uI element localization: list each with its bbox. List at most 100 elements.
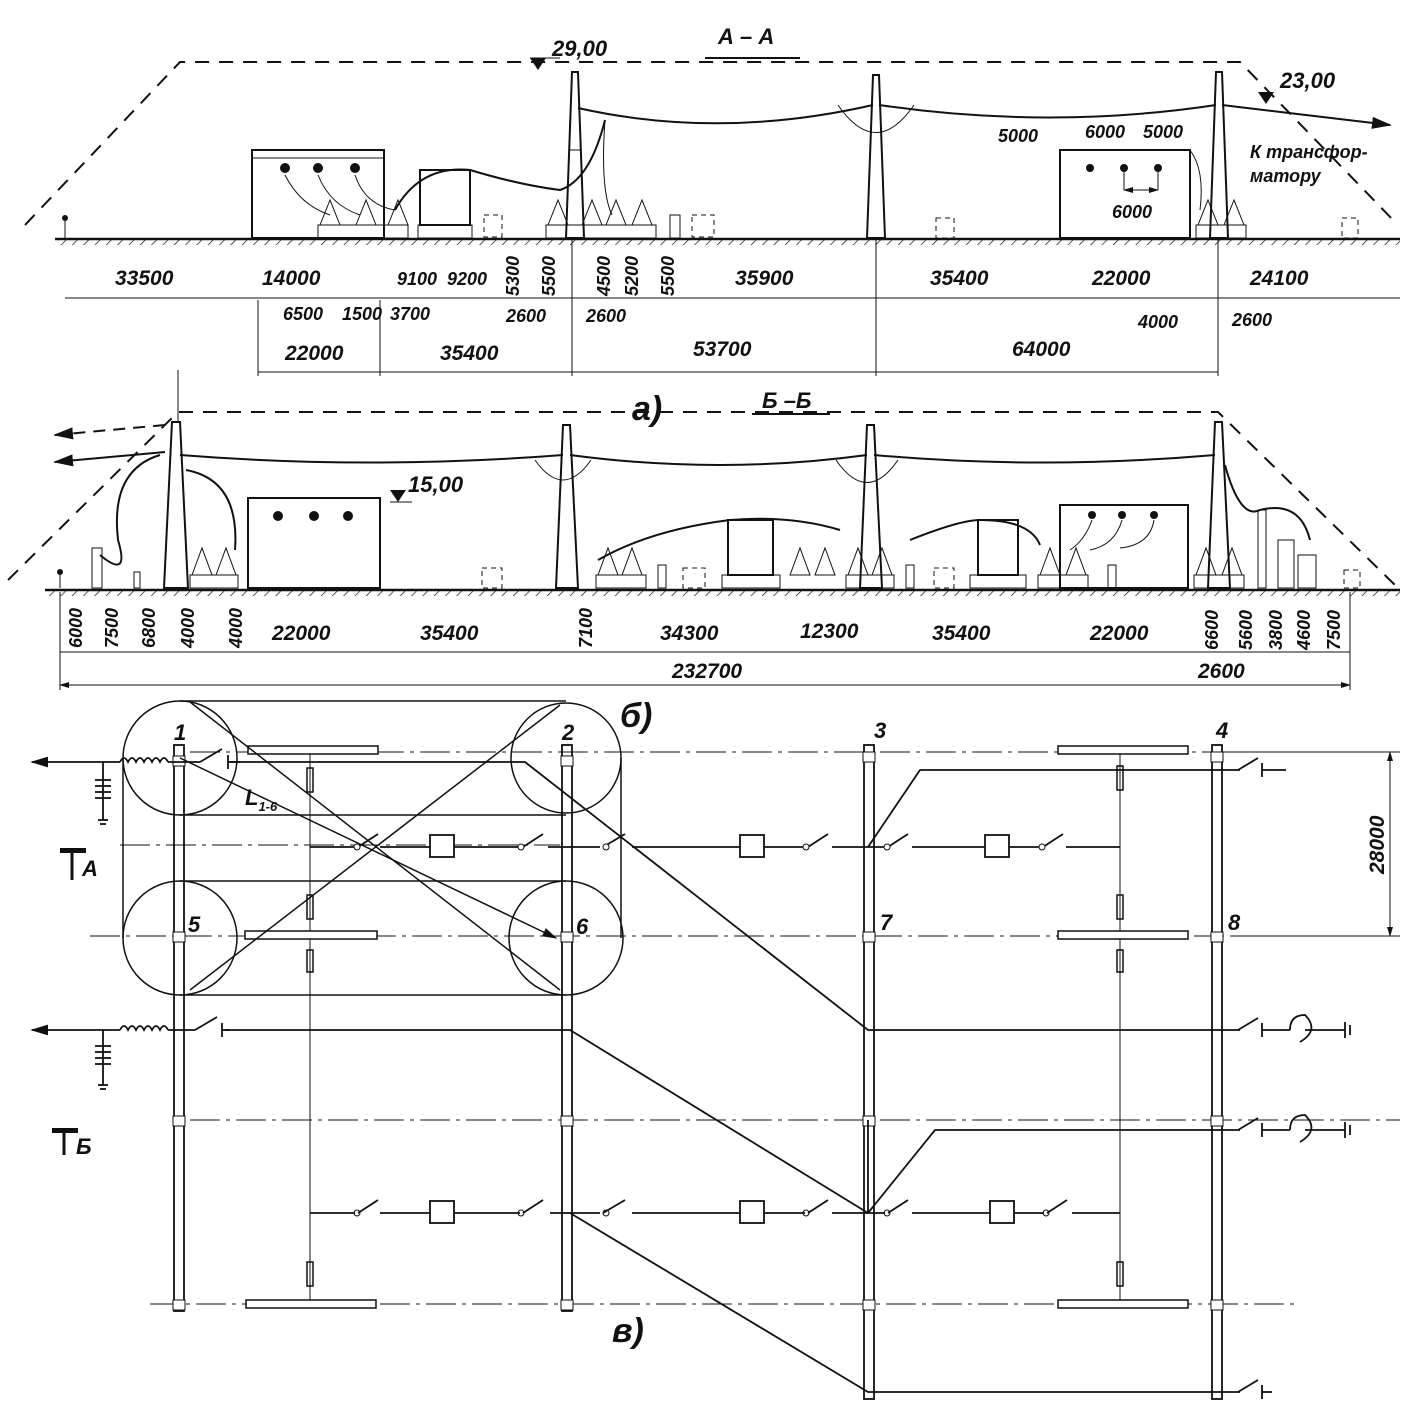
node-label-4: 4 [1215,718,1228,743]
section-a-elevation: 29,00 23,00 А – А К трансфор- матору 500… [24,24,1400,428]
dim-label: 5000 [998,126,1038,146]
svg-text:Б: Б [76,1134,92,1159]
dim-b: 7100 [576,608,596,648]
node-label-8: 8 [1228,910,1241,935]
caption-a: а) [632,390,662,428]
portal-tower-b0 [162,370,190,589]
section-c-plan: 28000 1 2 3 4 5 6 7 8 L1-6 А Б в) [30,700,1400,1400]
node-label-5: 5 [188,912,201,937]
conductor-span [878,104,1217,119]
dim-label: 5000 [1143,122,1183,142]
dim-b-total: 232700 [671,660,742,683]
caption-c: в) [612,1312,644,1350]
dim-a-row3: 53700 [693,338,752,361]
dim-b: 35400 [420,622,479,645]
conductor-span [873,454,1216,464]
dim-a-row1: 22000 [1091,267,1151,290]
svg-text:А: А [81,856,98,881]
dim-b: 22000 [271,622,331,645]
dim-a-row2: 2600 [1231,310,1272,330]
breaker-chain-upper [310,833,1120,858]
dim-b: 3800 [1266,610,1286,650]
breaker-chain-lower [310,1199,1120,1224]
dim-a-row3: 64000 [1012,338,1071,361]
dim-a-row1: 9200 [447,269,487,289]
dim-a-row2: 2600 [505,306,546,326]
section-cut-marker-b: Б [52,1128,92,1159]
dim-b: 35400 [932,622,991,645]
switchgear-cluster-b-left [57,454,239,589]
dim-a-row1: 24100 [1249,267,1309,290]
portal-frame-b: 15,00 [247,472,503,589]
caption-b: б) [620,697,652,735]
dim-label: 6000 [1085,122,1125,142]
switchgear-cluster-b-mid [595,517,1117,589]
dim-a-row1: 5200 [622,256,642,296]
lead-length-label: L1-6 [245,785,278,814]
dim-b: 4000 [178,608,198,649]
diagonal-connections [225,761,1240,1393]
line-to-transformer-arrow [1221,104,1392,129]
dim-a-row1: 4500 [594,256,614,297]
dim-b: 7500 [102,608,122,648]
dim-a-row2: 2600 [585,306,626,326]
line-entry-left-lower [30,1016,230,1090]
portal-tower-a1 [564,71,586,239]
dim-b: 6600 [1202,610,1222,650]
dim-a-row1: 33500 [115,267,174,290]
elevation-b: 15,00 [408,472,464,497]
dim-b: 7500 [1324,610,1344,650]
section-b-elevation: Б –Б [7,370,1400,735]
column-nodes [172,751,1224,1311]
ground-hatch [45,590,1400,596]
node-label-1: 1 [174,720,186,745]
portal-tower-a3 [1208,71,1230,239]
dim-b: 12300 [800,620,859,643]
elevation-right-a: 23,00 [1279,68,1336,93]
dim-a-row2: 1500 [342,304,382,324]
dim-a-row3: 22000 [284,342,344,365]
node-label-7: 7 [880,910,894,935]
dim-a-row2: 3700 [390,304,430,324]
dim-b: 6800 [139,608,159,648]
dim-b: 22000 [1089,622,1149,645]
portal-frame-b-right [1059,464,1361,589]
dim-b: 4600 [1294,610,1314,651]
outgoing-line-arrow [53,424,166,440]
elevation-marker-icon [1258,92,1274,104]
line-disconnectors-right [1237,757,1351,1399]
conductor-span [577,104,874,125]
to-transformer-label-2: матору [1250,166,1322,186]
dim-a-row1: 35900 [735,267,794,290]
elevation-marker-icon [390,490,406,502]
to-transformer-label-1: К трансфор- [1250,142,1368,162]
section-a-title: А – А [717,24,774,49]
clearance-envelope [24,61,1396,226]
dim-a-row2: 6500 [283,304,323,324]
dim-label: 6000 [1112,202,1152,222]
dim-a-row1: 5300 [503,256,523,296]
dim-a-row1: 5500 [539,256,559,296]
outgoing-line-arrow [53,451,166,467]
ground-hatch [55,239,1400,245]
line-entry-left-upper [30,748,240,825]
node-label-2: 2 [561,720,575,745]
dim-b-extra: 2600 [1197,660,1245,683]
dim-a-row3: 35400 [440,342,499,365]
section-b-title: Б –Б [762,388,812,413]
dim-b: 5600 [1236,610,1256,650]
dim-a-row1: 5500 [658,256,678,296]
elevation-marker-icon [530,58,546,70]
dim-b: 6000 [66,608,86,648]
elevation-top-a: 29,00 [551,36,608,61]
svg-text:28000: 28000 [1366,815,1389,875]
node-label-3: 3 [874,718,886,743]
bus-bars [244,745,1189,1309]
node-label-6: 6 [576,914,589,939]
portal-tower-a2 [837,74,915,239]
dim-a-row1: 35400 [930,267,989,290]
dimension-28000: 28000 [1230,751,1395,937]
portal-tower-b1 [554,424,580,589]
